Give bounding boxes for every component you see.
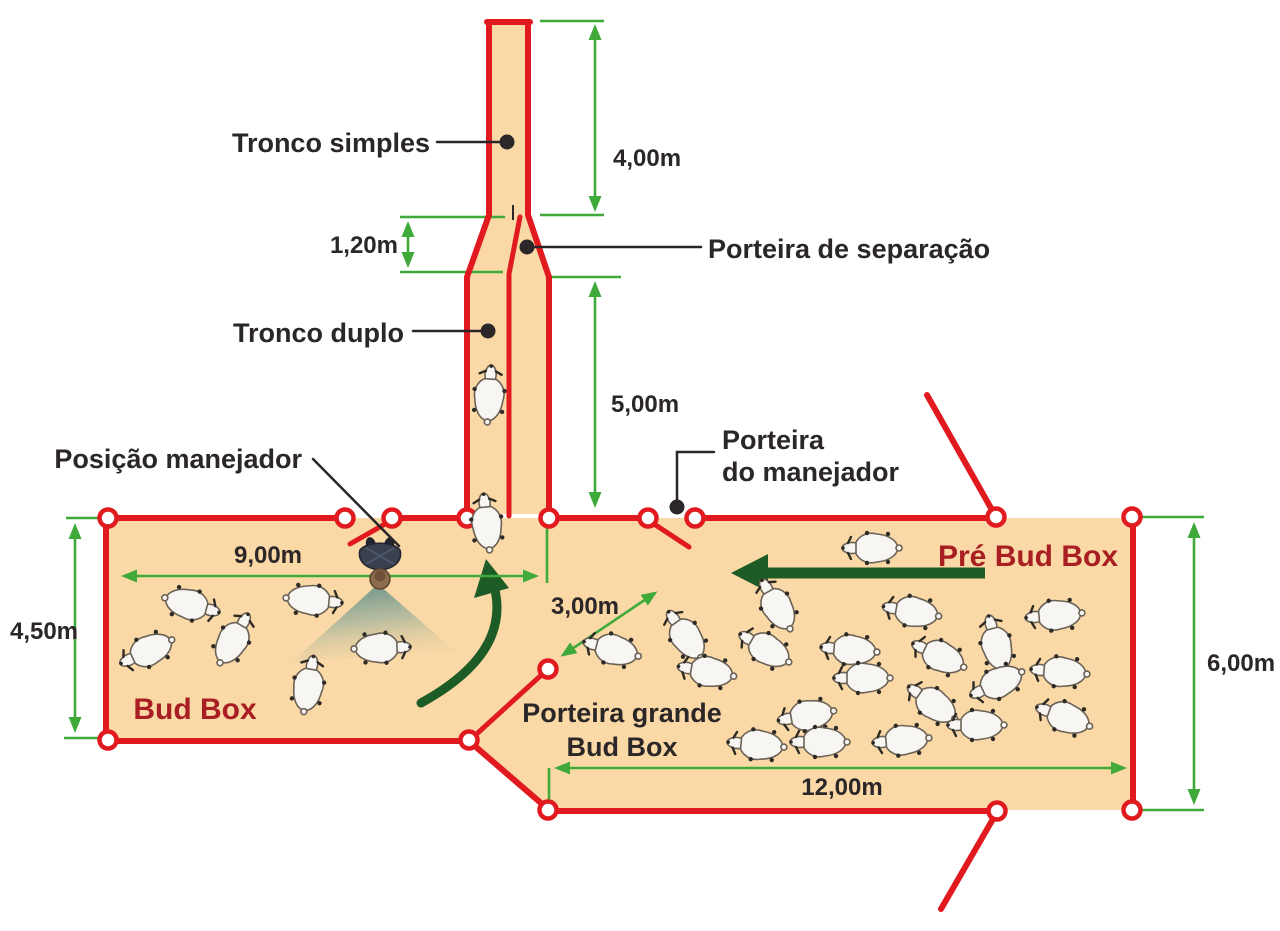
label-dot [499,134,515,150]
dim-tronco-simples: 4,00m [613,145,681,172]
dim-tronco-duplo: 5,00m [611,391,679,418]
wing-fence-top [924,392,999,520]
handler-vision-cone [292,584,456,662]
dim-funil: 1,20m [330,232,398,259]
fence-post [637,507,659,529]
fence-post [97,507,119,529]
dimension-lines [64,19,1204,812]
fence-post [537,658,559,680]
fence-post [1121,799,1143,821]
label-posicao-manejador: Posição manejador [54,444,302,474]
label-porteira-grande-1: Porteira grande [522,698,722,728]
dim-pre-bud-box-width: 12,00m [801,774,882,801]
dim-bud-box-width: 9,00m [234,542,302,569]
wing-fence-bottom [938,809,1000,912]
dim-porteira-grande: 3,00m [551,593,619,620]
fence-post [986,800,1008,822]
label-dot [480,323,496,339]
dim-pre-bud-box-height: 6,00m [1207,650,1275,677]
leader-dots [480,134,685,515]
fence-post [537,799,559,821]
label-porteira-separacao: Porteira de separação [708,234,990,264]
separation-gate [506,214,523,277]
dim-bud-box-height: 4,50m [10,618,78,645]
fence-post [684,507,706,529]
fence-post [1121,506,1143,528]
diagonal-fence [466,738,552,813]
fence-post [458,729,480,751]
fence-post [334,507,356,529]
fence-post [985,506,1007,528]
labels: Tronco simples 4,00m 1,20m Porteira de s… [10,128,1275,801]
label-porteira-manejador-2: do manejador [722,457,900,487]
fence-posts [97,506,1143,822]
single-chute-left-fence [464,19,492,517]
fence-post [97,729,119,751]
leader-lines [311,140,716,548]
label-porteira-grande-2: Bud Box [567,732,678,762]
flow-arrow-curve [416,581,502,708]
label-dot [519,239,535,255]
handler-figure [358,537,402,590]
label-dot [669,499,685,515]
label-tronco-simples: Tronco simples [232,128,430,158]
fence-post [381,507,403,529]
label-tronco-duplo: Tronco duplo [233,318,404,348]
label-pre-bud-box: Pré Bud Box [938,540,1118,573]
fence-post [538,507,560,529]
label-porteira-manejador-1: Porteira [722,425,825,455]
label-bud-box: Bud Box [133,693,257,726]
big-gate-open [467,666,551,743]
flow-arrow-left [731,554,985,592]
